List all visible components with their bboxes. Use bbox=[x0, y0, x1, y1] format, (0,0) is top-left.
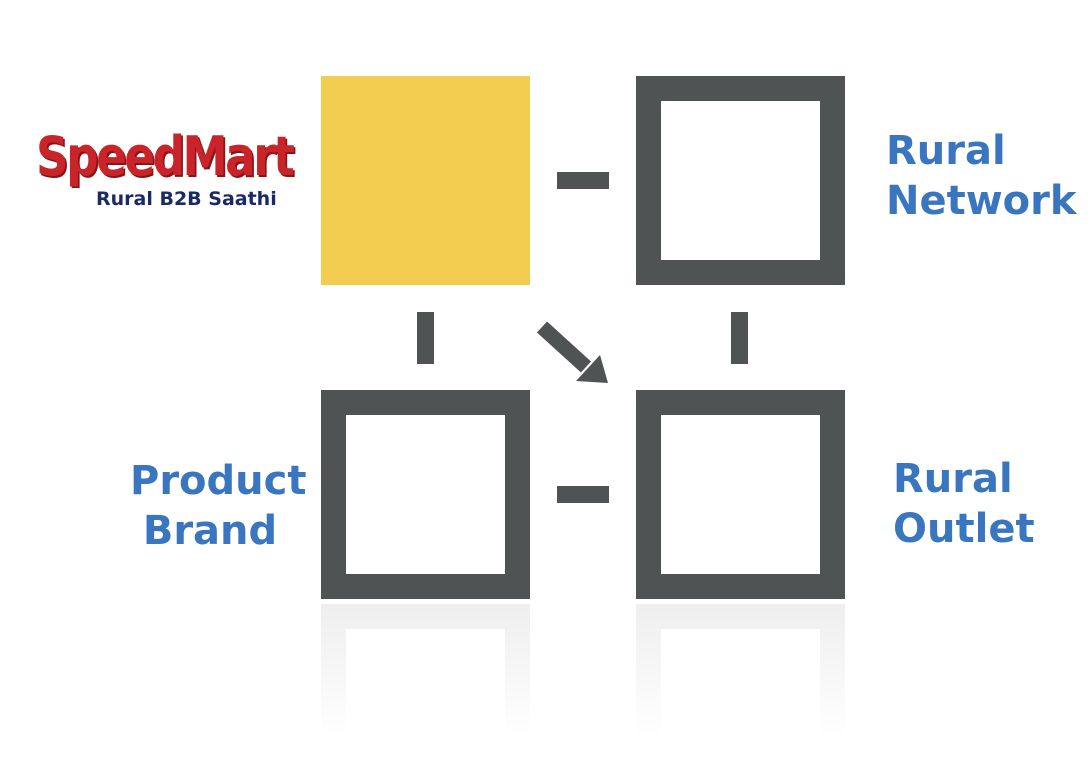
diagonal-arrow-icon bbox=[536, 321, 608, 383]
connector-bottom bbox=[557, 486, 609, 503]
rural-network-label-line1: Rural bbox=[886, 128, 1006, 174]
connector-top bbox=[557, 172, 609, 189]
rural-outlet-label-line2: Outlet bbox=[893, 506, 1035, 552]
logo-title: SpeedMart bbox=[36, 125, 295, 188]
product-brand-box bbox=[321, 390, 530, 599]
product-brand-label: Product Brand bbox=[130, 456, 307, 556]
connector-left bbox=[417, 312, 434, 364]
product-brand-label-line1: Product bbox=[130, 458, 307, 504]
rural-network-label-line2: Network bbox=[886, 178, 1077, 224]
rural-outlet-label: Rural Outlet bbox=[893, 454, 1035, 554]
connector-right bbox=[731, 312, 748, 364]
rural-outlet-box bbox=[636, 390, 845, 599]
rural-network-box bbox=[636, 76, 845, 285]
reflection-fade bbox=[0, 600, 1090, 782]
speedmart-box bbox=[321, 76, 530, 285]
rural-outlet-label-line1: Rural bbox=[893, 456, 1013, 502]
product-brand-label-line2: Brand bbox=[142, 508, 278, 554]
rural-network-label: Rural Network bbox=[886, 126, 1077, 226]
logo-subtitle: Rural B2B Saathi bbox=[96, 188, 277, 210]
